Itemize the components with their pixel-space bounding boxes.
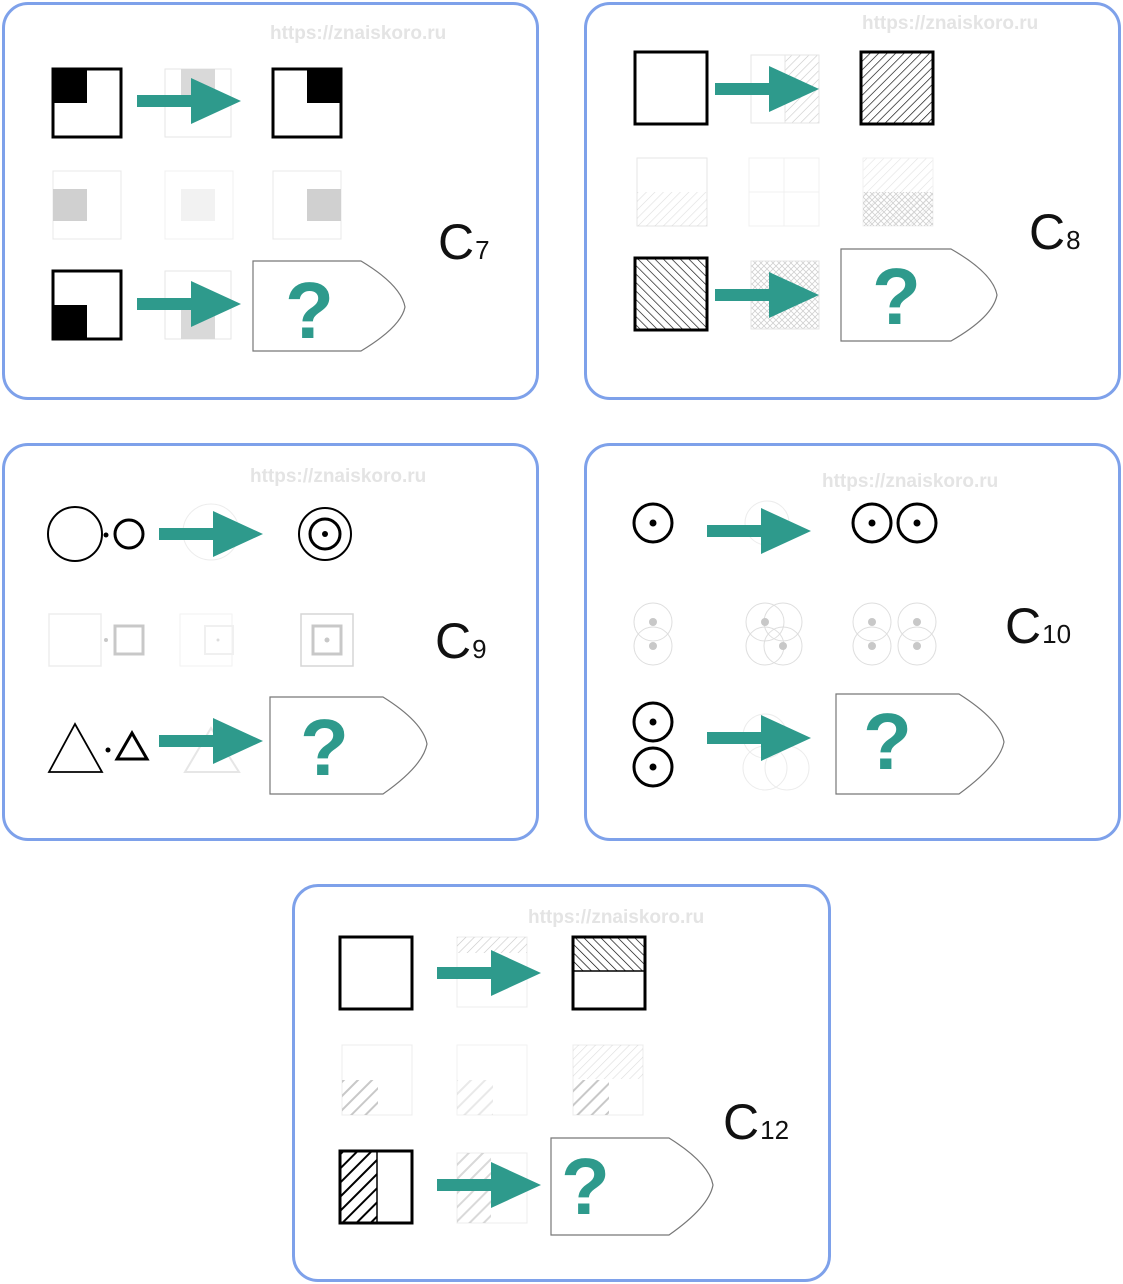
puzzle-panel-c8: https://znaiskoro.ru ? C8 [584, 2, 1121, 400]
arrow-icon [137, 78, 241, 124]
watermark: https://znaiskoro.ru [528, 907, 705, 928]
arrow-icon [137, 281, 241, 327]
watermark: https://znaiskoro.ru [250, 466, 427, 487]
watermark: https://znaiskoro.ru [862, 13, 1039, 34]
answer-placeholder [840, 248, 998, 342]
question-mark: ? [561, 1142, 610, 1231]
arrow-icon [159, 718, 263, 764]
watermark: https://znaiskoro.ru [270, 23, 447, 44]
puzzle-figure-c10 [632, 500, 1005, 795]
puzzle-figure-c8 [633, 50, 998, 342]
puzzle-figure-c7 [51, 67, 406, 352]
question-mark: ? [300, 703, 349, 792]
answer-placeholder [269, 696, 428, 795]
arrow-icon [159, 511, 263, 557]
arrow-icon [437, 1162, 541, 1208]
puzzle-label: C9 [435, 613, 487, 669]
arrow-icon [707, 508, 811, 554]
arrow-icon [707, 715, 811, 761]
answer-placeholder [550, 1137, 714, 1236]
puzzle-panel-c12: https://znaiskoro.ru ? C12 [292, 884, 831, 1282]
puzzle-panel-c7: https://znaiskoro.ru ? C7 [2, 2, 539, 400]
puzzle-figure-c12 [338, 935, 714, 1236]
answer-placeholder [835, 693, 1005, 795]
puzzle-figure-c9 [47, 503, 428, 795]
arrow-icon [715, 66, 819, 112]
question-mark: ? [863, 697, 912, 786]
watermark: https://znaiskoro.ru [822, 471, 999, 492]
puzzle-label: C12 [723, 1094, 790, 1150]
puzzle-label: C7 [438, 214, 490, 270]
arrow-icon [715, 272, 819, 318]
puzzle-label: C8 [1029, 204, 1081, 260]
arrow-icon [437, 950, 541, 996]
question-mark: ? [285, 266, 334, 355]
corner-fill [53, 69, 87, 103]
question-mark: ? [872, 252, 921, 341]
answer-placeholder [252, 260, 406, 352]
puzzle-panel-c9: https://znaiskoro.ru ? C9 [2, 443, 539, 841]
puzzle-panel-c10: https://znaiskoro.ru [584, 443, 1121, 841]
puzzle-label: C10 [1005, 598, 1072, 654]
